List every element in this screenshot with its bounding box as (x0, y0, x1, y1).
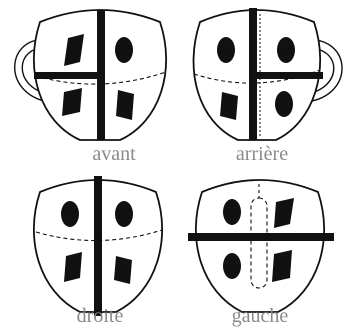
parallelogram-mark (220, 92, 238, 120)
view-back: arrière (194, 8, 342, 165)
parallelogram-mark (114, 256, 132, 284)
parallelogram-mark (116, 90, 134, 120)
view-label-back: arrière (236, 143, 288, 165)
cup-outline (196, 180, 324, 312)
oval-mark (61, 201, 79, 227)
oval-mark (275, 91, 293, 117)
view-label-front: avant (92, 143, 136, 165)
oval-mark (115, 37, 133, 63)
oval-mark (217, 37, 235, 63)
view-left: gauche (188, 180, 334, 327)
oval-mark (277, 37, 295, 63)
parallelogram-mark (64, 252, 82, 282)
view-label-left: gauche (232, 305, 289, 327)
parallelogram-mark (272, 250, 292, 282)
horizontal-bar (253, 72, 323, 79)
view-label-right: droite (77, 305, 124, 327)
parallelogram-mark (62, 88, 82, 116)
view-right: droite (34, 176, 162, 327)
horizontal-bar (188, 233, 334, 241)
view-front: avant (15, 10, 166, 165)
oval-mark (223, 199, 241, 225)
vertical-bar (94, 176, 102, 316)
horizontal-bar (34, 72, 102, 79)
oval-mark (115, 201, 133, 227)
oval-mark (223, 253, 241, 279)
